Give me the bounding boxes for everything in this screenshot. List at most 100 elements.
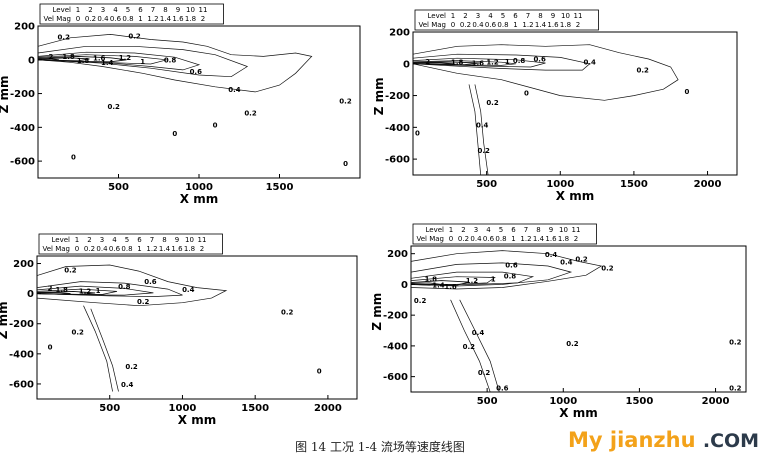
contour-label: 0.6 [533,55,546,63]
legend-level: 7 [526,12,530,20]
watermark-suffix: .COM [702,430,760,452]
plot-frame [36,255,358,400]
legend-level: 8 [162,236,166,244]
contour-label: 0.2 [566,340,579,348]
y-tick-label: 200 [13,259,34,270]
y-tick-label: -400 [385,123,410,134]
contour-label: 2 [48,285,53,293]
contour-label: 1 [491,275,496,283]
contour-label: 0.2 [637,67,650,75]
legend-level: 11 [572,226,581,234]
y-tick-label: -600 [10,157,35,168]
x-tick-label: 1000 [549,396,577,407]
legend-value: 1.8 [560,21,571,29]
contour-line [37,45,249,78]
contour-line [410,282,442,286]
contour-label: 0.2 [601,265,614,273]
contour-line [412,53,591,71]
contour-lines [37,34,313,93]
contour-label: 1.8 [56,286,69,294]
legend-value: 0 [76,15,80,23]
legend-level: 10 [186,6,195,14]
legend-level: 6 [513,12,518,20]
contour-label: 1.6 [93,55,106,63]
plot-frame [412,31,738,176]
contour-label: 0.8 [118,283,131,291]
legend-level: 9 [175,236,179,244]
contour-line [36,292,71,295]
contour-label: 1.8 [425,275,438,283]
contour-line [474,84,489,176]
contour-label: 0.2 [729,338,742,346]
contour-label: 1.2 [79,288,92,296]
legend-level: 3 [474,226,478,234]
x-tick-label: 1000 [546,179,574,190]
contour-line [37,34,313,93]
legend-level: 8 [538,12,542,20]
contour-label: 0.2 [575,255,588,263]
contour-label: 0.4 [584,59,597,67]
contour-line [83,305,113,392]
contour-line [37,54,167,65]
legend-level: 3 [476,12,480,20]
contour-label: 0.2 [486,99,499,107]
legend-value: 1 [138,15,142,23]
contour-label: 0 [71,153,76,161]
x-tick-label: 500 [476,179,497,190]
legend-value: 0.8 [495,235,506,243]
plot-frame [410,245,747,393]
legend-level: 4 [112,236,117,244]
contour-label: 0.2 [463,343,476,351]
legend-value: 0 [451,21,455,29]
legend-value: 0.6 [485,21,497,29]
legend-level: 2 [461,226,465,234]
contour-label: 0.8 [504,272,517,280]
x-axis-label: X mm [559,406,597,420]
contour-label: 0.2 [244,110,257,118]
legend-value: 0.2 [460,21,471,29]
contour-label: 1.8 [451,59,464,67]
legend-value: 0.6 [109,245,121,253]
contour-lines [412,44,679,176]
y-tick-label: 0 [28,55,35,66]
legend-level: 7 [151,6,155,14]
legend-value: 0.6 [110,15,122,23]
contour-label: 0.2 [477,147,490,155]
legend-level: 5 [499,226,503,234]
y-tick-label: 200 [389,28,410,39]
contour-label: 0 [524,90,529,98]
contour-label: 2 [425,58,430,66]
legend-value: 0.8 [122,15,133,23]
legend-level: 1 [451,12,455,20]
legend-value: 1.4 [535,21,547,29]
legend-box [39,3,224,25]
contour-label: 2 [48,53,53,61]
legend-value: 0.8 [121,245,132,253]
contour-label: 0 [415,129,420,137]
contour-label: 0.2 [64,267,77,275]
x-tick-label: 1000 [185,182,213,193]
contour-label: 0.8 [513,57,526,65]
contour-line [450,299,491,393]
contour-lines [410,250,603,393]
x-tick-label: 2000 [694,179,722,190]
contour-label: 0.6 [144,278,157,286]
contour-line [459,299,500,393]
legend-level: 5 [125,236,129,244]
legend-box [414,9,599,31]
contour-label: 0.6 [496,384,509,392]
legend-value: 0.2 [85,15,96,23]
legend-value: 2 [200,245,204,253]
y-tick-label: -200 [383,311,408,322]
contour-label: 0.2 [339,98,352,106]
y-tick-label: -200 [385,91,410,102]
legend-value: 0 [449,235,453,243]
contour-label: 1.4 [432,281,445,289]
contour-label: 0.4 [182,286,195,294]
legend-value: 1.2 [520,235,531,243]
contour-label: 1.2 [119,54,132,62]
contour-label: 0.4 [476,121,489,129]
contour-label: 1.4 [101,59,114,67]
